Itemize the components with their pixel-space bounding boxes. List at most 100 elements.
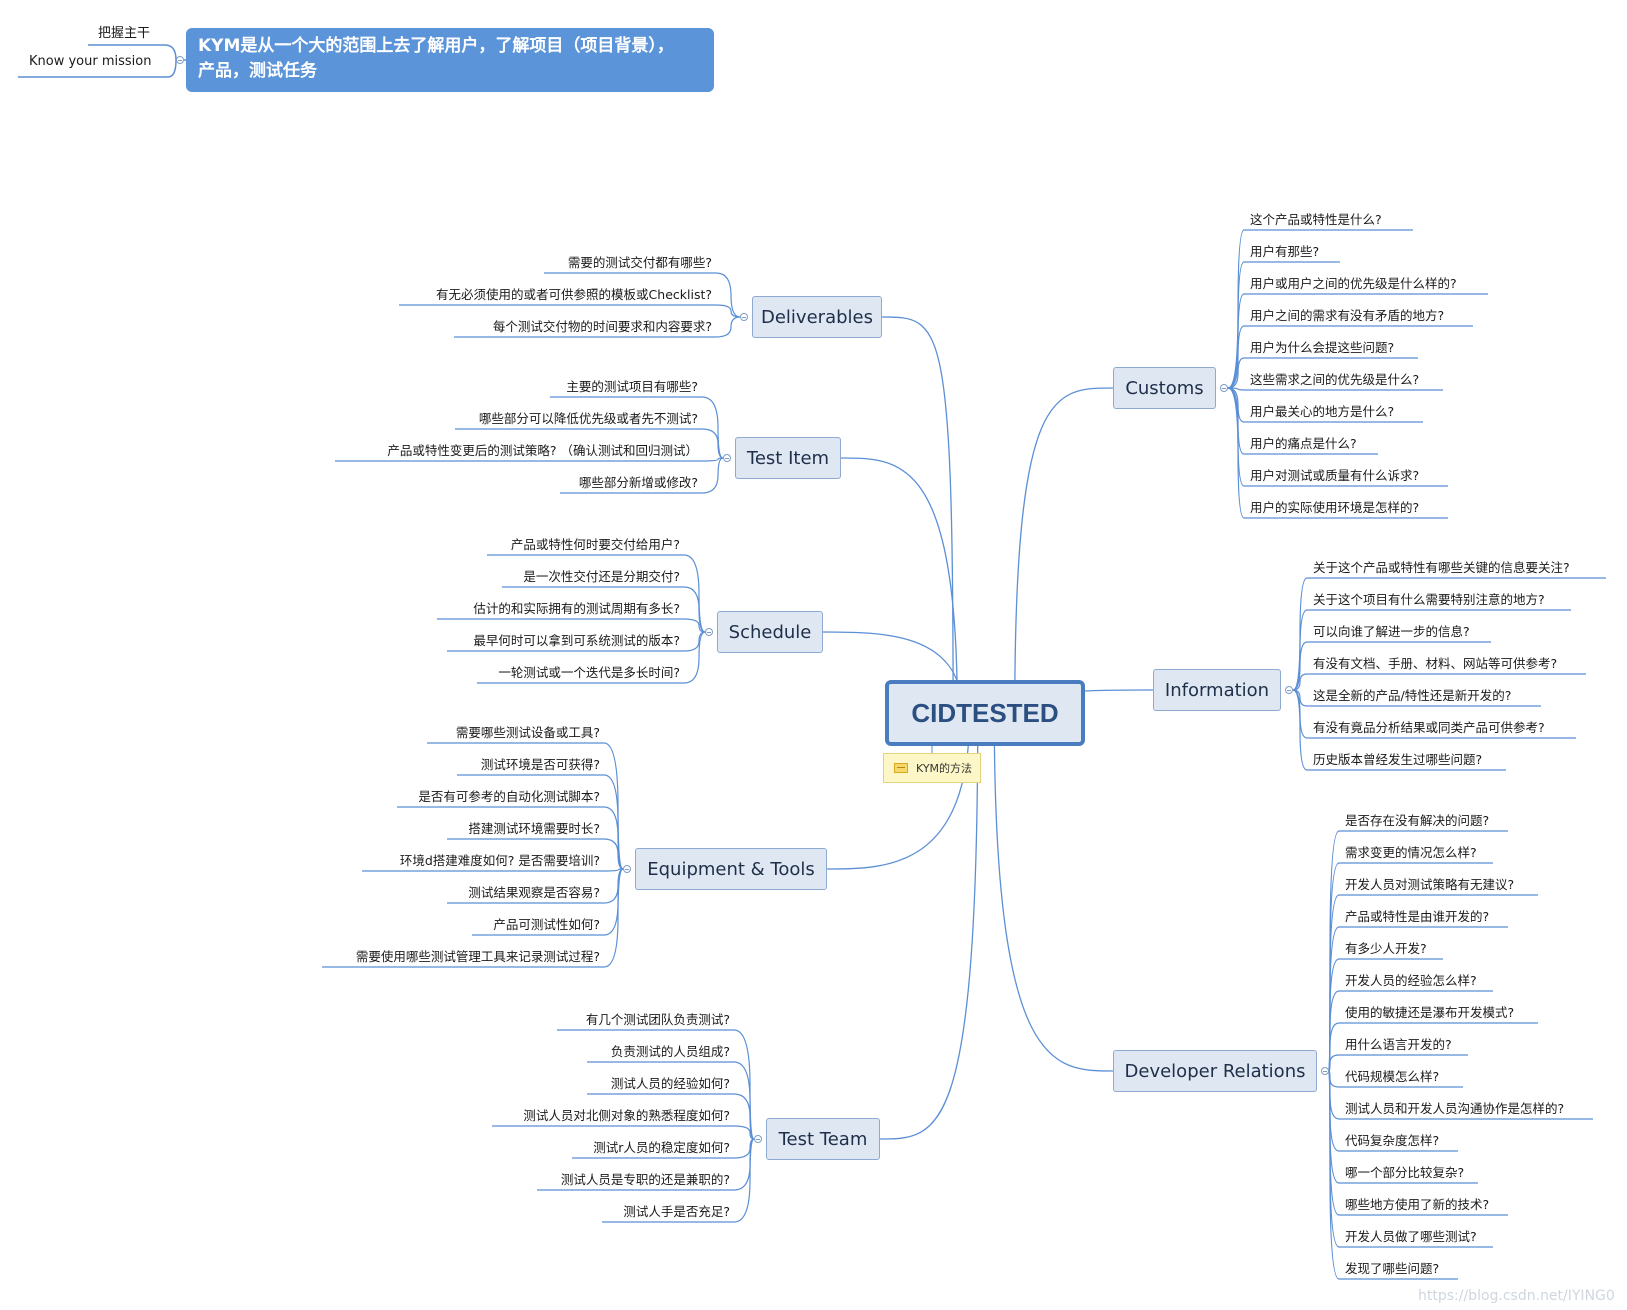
branch-testteam[interactable]: Test Team [766, 1118, 880, 1160]
leaf-connector-customs-4 [1227, 325, 1473, 389]
leaf-testitem-3[interactable]: 产品或特性变更后的测试策略? （确认测试和回归测试） [387, 443, 698, 458]
leaf-customs-8[interactable]: 用户的痛点是什么? [1250, 436, 1357, 451]
leaf-equipment-2[interactable]: 测试环境是否可获得? [480, 757, 600, 772]
branch-developer[interactable]: Developer Relations [1113, 1050, 1317, 1092]
leaf-testteam-4[interactable]: 测试人员对北侧对象的熟悉程度如何? [523, 1108, 730, 1123]
collapse-toggle-schedule-icon[interactable] [705, 628, 713, 636]
leaf-developer-8[interactable]: 用什么语言开发的? [1345, 1037, 1452, 1052]
leaf-customs-3[interactable]: 用户或用户之间的优先级是什么样的? [1250, 276, 1457, 291]
leaf-connector-testitem-1 [550, 396, 724, 459]
collapse-toggle-icon[interactable] [176, 56, 184, 64]
leaf-information-6[interactable]: 有没有竟品分析结果或同类产品可供参考? [1313, 720, 1545, 735]
leaf-testteam-6[interactable]: 测试人员是专职的还是兼职的? [560, 1172, 730, 1187]
watermark-text: https://blog.csdn.net/IYING0 [1418, 1288, 1615, 1304]
leaf-customs-2[interactable]: 用户有那些? [1250, 244, 1320, 259]
leaf-equipment-4[interactable]: 搭建测试环境需要时长? [468, 821, 600, 836]
central-topic[interactable]: CIDTESTED [885, 680, 1085, 746]
leaf-developer-5[interactable]: 有多少人开发? [1345, 941, 1427, 956]
leaf-customs-1[interactable]: 这个产品或特性是什么? [1250, 212, 1382, 227]
leaf-customs-5[interactable]: 用户为什么会提这些问题? [1250, 340, 1395, 355]
collapse-toggle-developer-icon[interactable] [1321, 1067, 1329, 1075]
leaf-equipment-3[interactable]: 是否有可参考的自动化测试脚本? [418, 789, 600, 804]
leaf-testitem-1[interactable]: 主要的测试项目有哪些? [566, 379, 698, 394]
leaf-developer-10[interactable]: 测试人员和开发人员沟通协作是怎样的? [1345, 1101, 1565, 1116]
leaf-developer-11[interactable]: 代码复杂度怎样? [1345, 1133, 1440, 1148]
leaf-developer-9[interactable]: 代码规模怎么样? [1345, 1069, 1440, 1084]
branch-label-deliverables: Deliverables [761, 306, 873, 328]
leaf-developer-14[interactable]: 开发人员做了哪些测试? [1345, 1229, 1477, 1244]
leaf-equipment-6[interactable]: 测试结果观察是否容易? [468, 885, 600, 900]
leaf-connector-information-4 [1292, 673, 1586, 691]
leaf-connector-customs-5 [1227, 357, 1418, 389]
leaf-equipment-7[interactable]: 产品可测试性如何? [493, 917, 600, 932]
leaf-customs-6[interactable]: 这些需求之间的优先级是什么? [1250, 372, 1420, 387]
leaf-testitem-4[interactable]: 哪些部分新增或修改? [578, 475, 698, 490]
leaf-deliverables-3[interactable]: 每个测试交付物的时间要求和内容要求? [492, 319, 712, 334]
leaf-testteam-1[interactable]: 有几个测试团队负责测试? [585, 1012, 730, 1027]
leaf-schedule-2[interactable]: 是一次性交付还是分期交付? [523, 569, 680, 584]
collapse-toggle-equipment-icon[interactable] [623, 865, 631, 873]
branch-schedule[interactable]: Schedule [717, 611, 823, 653]
central-topic-label: CIDTESTED [911, 697, 1059, 728]
leaf-developer-7[interactable]: 使用的敏捷还是瀑布开发模式? [1345, 1005, 1515, 1020]
leaf-deliverables-1[interactable]: 需要的测试交付都有哪些? [567, 255, 712, 270]
leaf-information-4[interactable]: 有没有文档、手册、材料、网站等可供参考? [1313, 656, 1558, 671]
leaf-developer-3[interactable]: 开发人员对测试策略有无建议? [1345, 877, 1515, 892]
collapse-toggle-deliverables-icon[interactable] [740, 313, 748, 321]
leaf-testteam-3[interactable]: 测试人员的经验如何? [610, 1076, 730, 1091]
leaf-schedule-5[interactable]: 一轮测试或一个迭代是多长时间? [498, 665, 680, 680]
collapse-toggle-information-icon[interactable] [1285, 686, 1293, 694]
leaf-developer-4[interactable]: 产品或特性是由谁开发的? [1345, 909, 1490, 924]
top-label-en: Know your mission [29, 54, 152, 69]
leaf-developer-15[interactable]: 发现了哪些问题? [1345, 1261, 1440, 1276]
leaf-developer-1[interactable]: 是否存在没有解决的问题? [1345, 813, 1490, 828]
leaf-schedule-4[interactable]: 最早何时可以拿到可系统测试的版本? [473, 633, 680, 648]
leaf-developer-13[interactable]: 哪些地方使用了新的技术? [1345, 1197, 1490, 1212]
leaf-developer-12[interactable]: 哪一个部分比较复杂? [1345, 1165, 1465, 1180]
leaf-information-2[interactable]: 关于这个项目有什么需要特别注意的地方? [1313, 592, 1545, 607]
leaf-testteam-2[interactable]: 负责测试的人员组成? [610, 1044, 730, 1059]
leaf-schedule-3[interactable]: 估计的和实际拥有的测试周期有多长? [473, 601, 680, 616]
leaf-information-3[interactable]: 可以向谁了解进一步的信息? [1313, 624, 1470, 639]
collapse-toggle-testteam-icon[interactable] [754, 1135, 762, 1143]
leaf-connector-developer-15 [1328, 1070, 1458, 1280]
branch-information[interactable]: Information [1153, 669, 1281, 711]
leaf-developer-2[interactable]: 需求变更的情况怎么样? [1345, 845, 1477, 860]
leaf-testteam-7[interactable]: 测试人手是否充足? [623, 1204, 730, 1219]
leaf-customs-9[interactable]: 用户对测试或质量有什么诉求? [1250, 468, 1420, 483]
leaf-connector-testteam-7 [602, 1138, 755, 1223]
leaf-information-7[interactable]: 历史版本曾经发生过哪些问题? [1313, 752, 1483, 767]
central-note[interactable]: KYM的方法 [883, 753, 981, 783]
branch-deliverables[interactable]: Deliverables [752, 296, 882, 338]
leaf-connector-information-2 [1292, 609, 1571, 691]
collapse-toggle-testitem-icon[interactable] [723, 454, 731, 462]
leaf-equipment-5[interactable]: 环境d搭建难度如何? 是否需要培训? [399, 853, 600, 868]
leaf-connector-testteam-3 [587, 1093, 755, 1140]
leaf-developer-6[interactable]: 开发人员的经验怎么样? [1345, 973, 1477, 988]
top-label-cn: 把握主干 [98, 26, 151, 41]
leaf-connector-schedule-1 [487, 554, 706, 633]
leaf-customs-7[interactable]: 用户最关心的地方是什么? [1250, 404, 1395, 419]
leaf-customs-4[interactable]: 用户之间的需求有没有矛盾的地方? [1250, 308, 1445, 323]
branch-testitem[interactable]: Test Item [735, 437, 841, 479]
collapse-toggle-customs-icon[interactable] [1220, 384, 1228, 392]
branch-label-customs: Customs [1125, 377, 1204, 399]
leaf-testitem-2[interactable]: 哪些部分可以降低优先级或者先不测试? [478, 411, 698, 426]
leaf-equipment-1[interactable]: 需要哪些测试设备或工具? [455, 725, 600, 740]
leaf-connector-testitem-3 [335, 457, 724, 462]
leaf-connector-deliverables-3 [454, 316, 741, 338]
leaf-testteam-5[interactable]: 测试r人员的稳定度如何? [593, 1140, 730, 1155]
leaf-equipment-8[interactable]: 需要使用哪些测试管理工具来记录测试过程? [355, 949, 600, 964]
leaf-information-1[interactable]: 关于这个产品或特性有哪些关键的信息要关注? [1313, 560, 1570, 575]
connector-testteam [879, 712, 979, 1140]
mission-banner[interactable]: KYM是从一个大的范围上去了解用户，了解项目（项目背景）， 产品，测试任务 [186, 28, 714, 92]
leaf-deliverables-2[interactable]: 有无必须使用的或者可供参照的模板或Checklist? [436, 287, 712, 302]
leaf-information-5[interactable]: 这是全新的产品/特性还是新开发的? [1313, 688, 1512, 703]
leaf-customs-10[interactable]: 用户的实际使用环境是怎样的? [1250, 500, 1420, 515]
leaf-connector-customs-6 [1227, 387, 1443, 391]
leaf-schedule-1[interactable]: 产品或特性何时要交付给用户? [510, 537, 680, 552]
branch-equipment[interactable]: Equipment & Tools [635, 848, 827, 890]
branch-customs[interactable]: Customs [1113, 367, 1216, 409]
leaf-connector-developer-8 [1328, 1054, 1468, 1072]
